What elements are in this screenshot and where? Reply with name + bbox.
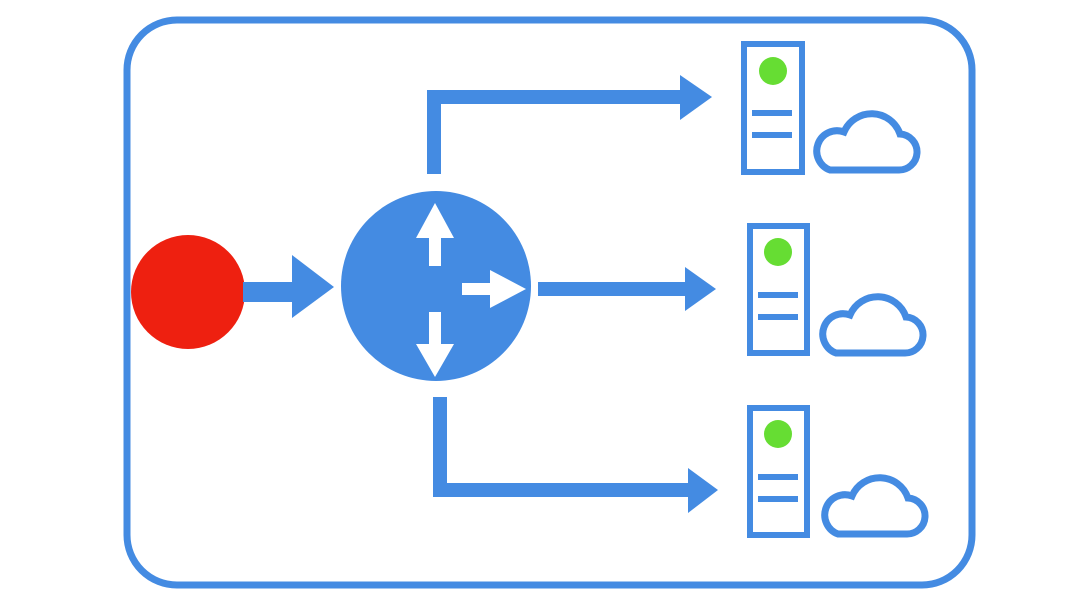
- status-light-icon: [764, 238, 792, 266]
- server-icon: [741, 41, 805, 175]
- server-node-1: [741, 41, 917, 175]
- router-node: [341, 191, 531, 381]
- server-icon: [747, 405, 810, 538]
- cloud-icon: [817, 114, 917, 170]
- arrow-router-to-server-3: [433, 397, 718, 513]
- cloud-icon: [823, 297, 923, 353]
- router-arrows-icon: [416, 203, 526, 377]
- server-node-2: [747, 223, 923, 356]
- router-circle: [341, 191, 531, 381]
- status-light-icon: [759, 57, 787, 85]
- arrow-source-to-router: [243, 255, 334, 318]
- source-node: [131, 235, 245, 349]
- arrow-router-to-server-1: [427, 75, 712, 174]
- server-icon: [747, 223, 810, 356]
- server-node-3: [747, 405, 925, 538]
- cloud-icon: [825, 478, 925, 534]
- arrow-router-to-server-2: [538, 267, 716, 311]
- status-light-icon: [764, 420, 792, 448]
- diagram-frame: [123, 16, 976, 589]
